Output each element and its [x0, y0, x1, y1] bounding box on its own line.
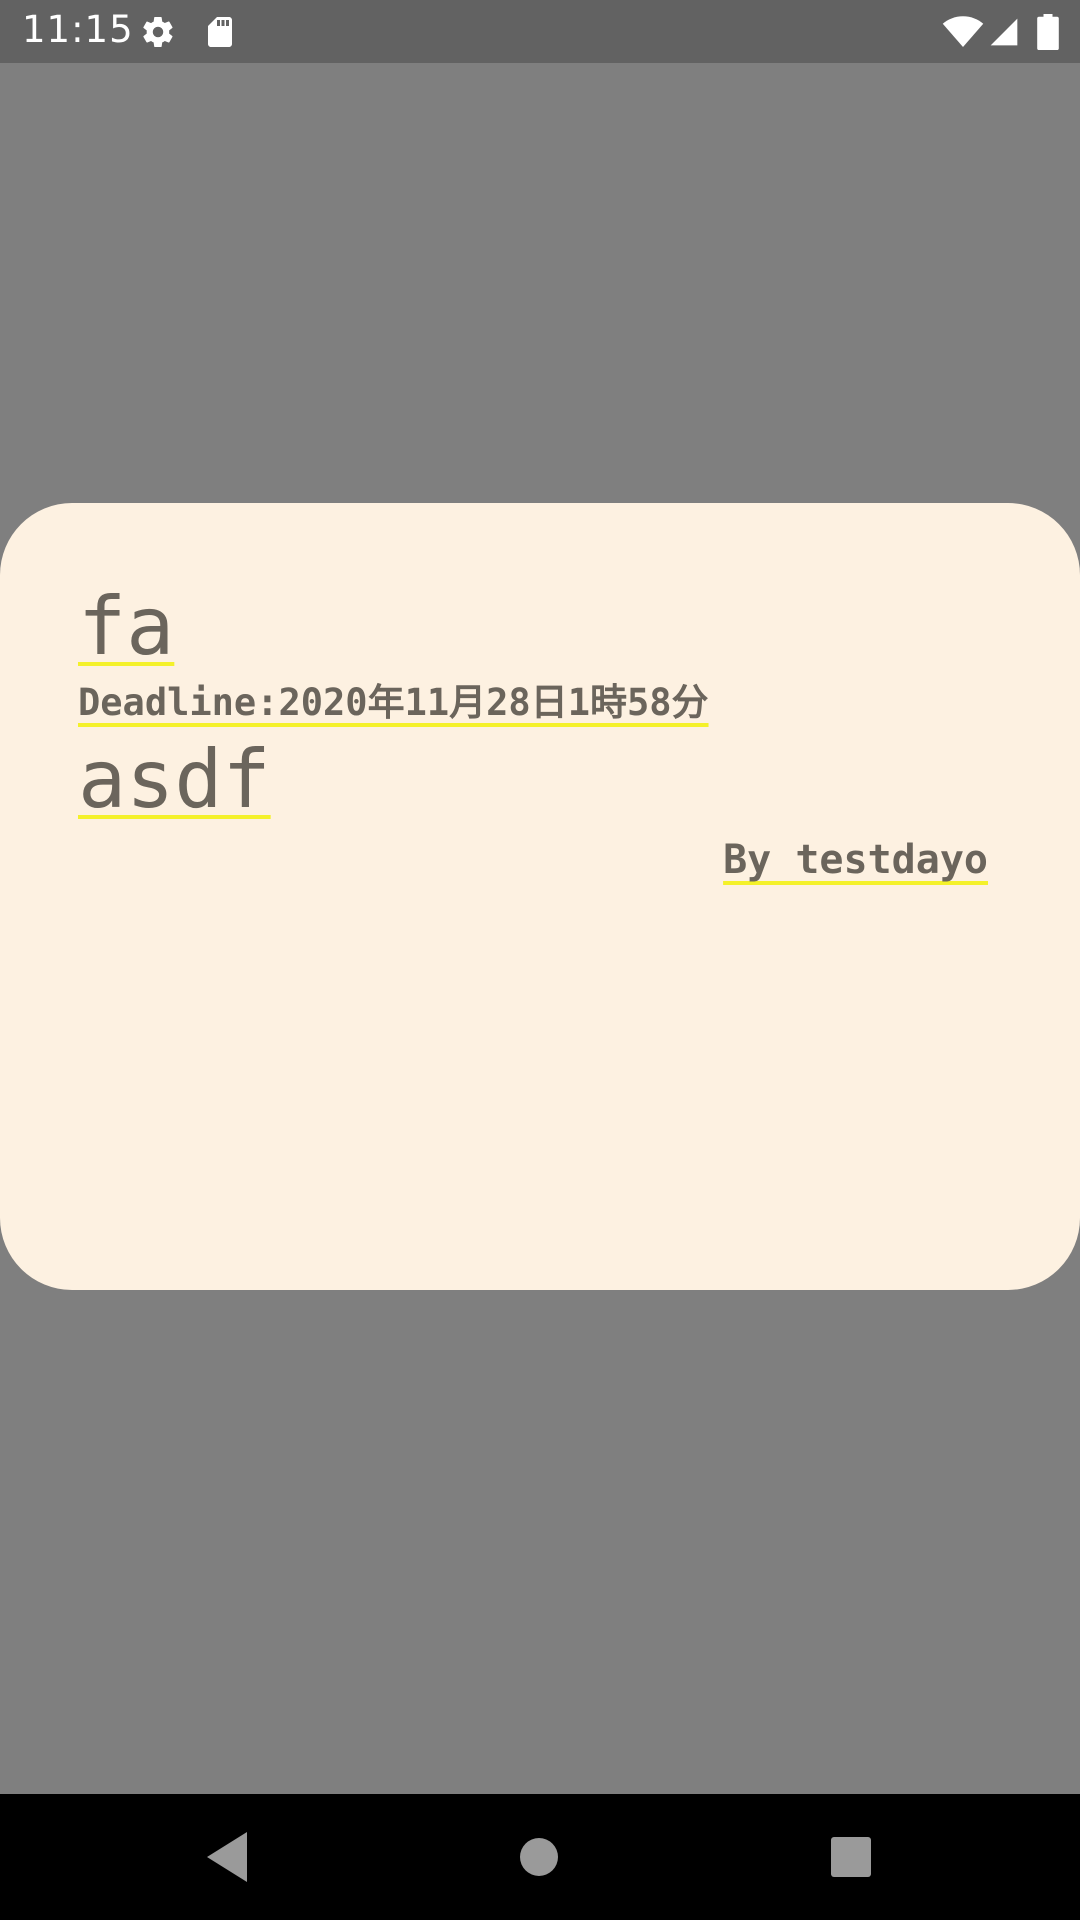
sd-card-icon — [202, 14, 238, 50]
cell-signal-icon — [988, 14, 1024, 50]
status-time: 11:15 — [22, 8, 134, 51]
task-deadline: Deadline:2020年11月28日1時58分 — [78, 681, 709, 724]
back-icon[interactable] — [203, 1824, 269, 1890]
recents-icon[interactable] — [818, 1824, 884, 1890]
battery-icon — [1036, 14, 1060, 50]
home-icon[interactable] — [506, 1824, 572, 1890]
task-author: By testdayo — [723, 837, 988, 883]
task-body: asdf — [78, 733, 271, 826]
task-card — [0, 503, 1080, 1290]
task-title: fa — [78, 580, 175, 673]
navigation-bar — [0, 1794, 1080, 1920]
gear-icon — [140, 14, 176, 50]
status-bar: 11:15 — [0, 0, 1080, 63]
wifi-icon — [942, 14, 984, 50]
